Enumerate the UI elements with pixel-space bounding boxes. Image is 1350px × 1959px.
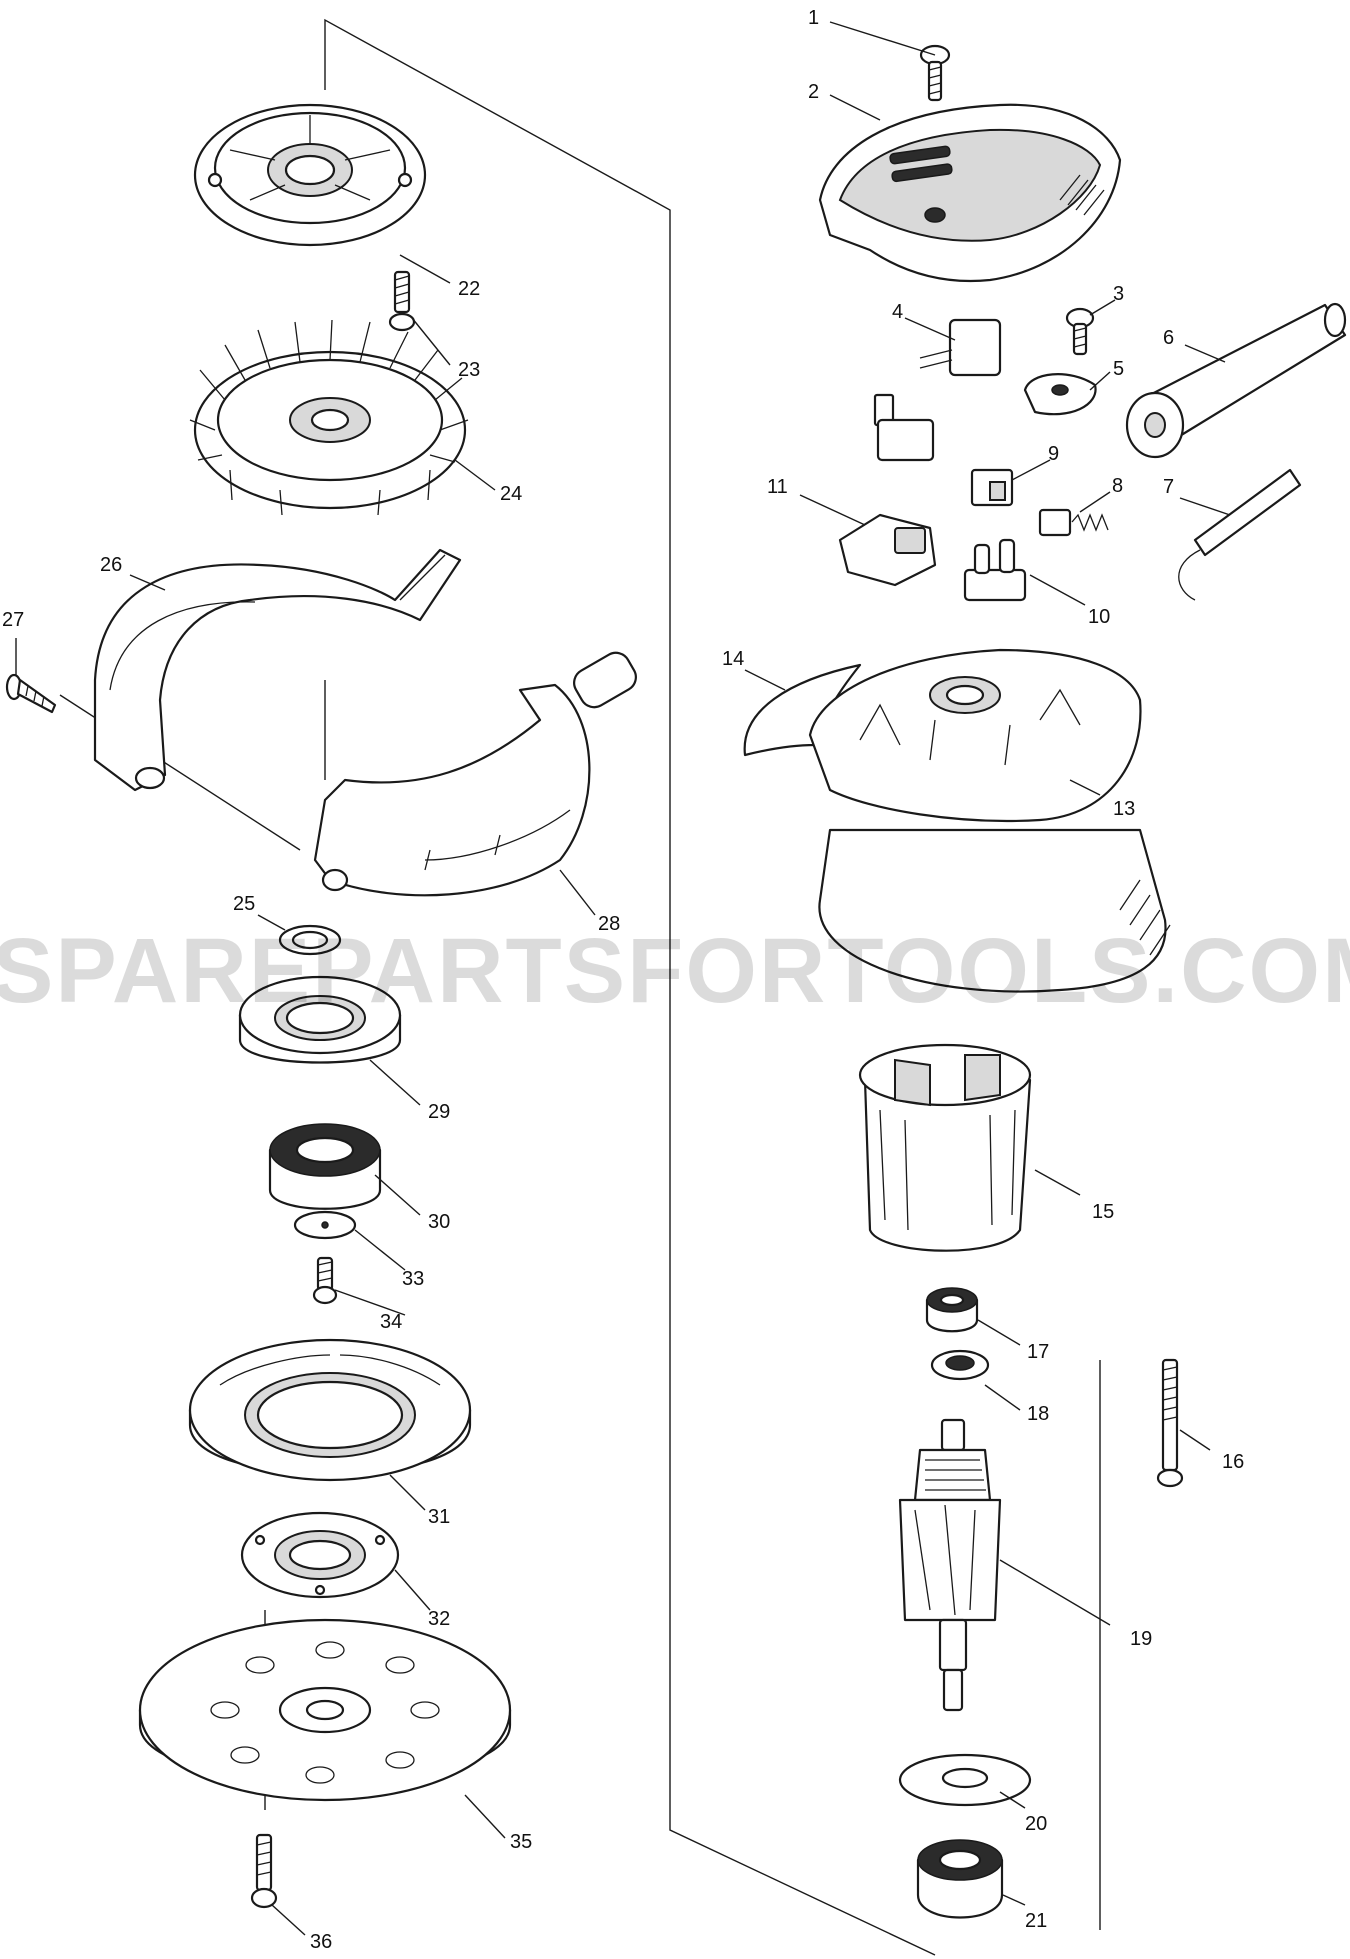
part-2-top-cover	[818, 103, 1122, 283]
part-16-screw	[1156, 1358, 1184, 1488]
callout-22: 22	[458, 278, 480, 300]
callout-15: 15	[1092, 1201, 1114, 1223]
part-20-washer	[898, 1753, 1032, 1807]
callout-24: 24	[500, 483, 522, 505]
callout-leaders	[15, 21, 1231, 1936]
part-17-bearing	[925, 1287, 979, 1333]
part-35-sanding-pad	[138, 1618, 512, 1802]
part-1-screw	[919, 44, 951, 102]
part-21-bearing	[916, 1839, 1004, 1919]
part-4-terminal	[873, 393, 935, 462]
callout-36: 36	[310, 1931, 332, 1953]
callout-10: 10	[1088, 606, 1110, 628]
callout-29: 29	[428, 1101, 450, 1123]
callout-5: 5	[1113, 358, 1124, 380]
part-7-cord	[1178, 468, 1302, 601]
callout-34: 34	[380, 1311, 402, 1333]
part-31-ring-plate	[188, 1338, 472, 1482]
callout-7: 7	[1163, 476, 1174, 498]
part-4-noise-suppressor	[919, 318, 1002, 377]
part-24-fan	[189, 319, 469, 516]
callout-numbers: 1 2 3 4 5 6 7 8 9 10 11 13 14 15 16 17 1…	[2, 7, 1244, 1953]
callout-35: 35	[510, 1831, 532, 1853]
callout-31: 31	[428, 1506, 450, 1528]
callout-30: 30	[428, 1211, 450, 1233]
part-30-bearing	[268, 1123, 382, 1210]
callout-21: 21	[1025, 1910, 1047, 1932]
callout-2: 2	[808, 81, 819, 103]
part-14-label	[743, 663, 862, 757]
callout-20: 20	[1025, 1813, 1047, 1835]
part-5-cord-clamp	[1023, 373, 1097, 416]
callout-26: 26	[100, 554, 122, 576]
callout-13: 13	[1113, 798, 1135, 820]
callout-33: 33	[402, 1268, 424, 1290]
callout-18: 18	[1027, 1403, 1049, 1425]
part-13-housing	[808, 648, 1171, 993]
part-10-terminal-block	[963, 538, 1027, 602]
callout-6: 6	[1163, 327, 1174, 349]
part-36-screw	[250, 1833, 278, 1909]
callout-28: 28	[598, 913, 620, 935]
part-8-carbon-brush	[1038, 508, 1109, 537]
callout-23: 23	[458, 359, 480, 381]
callout-19: 19	[1130, 1628, 1152, 1650]
callout-32: 32	[428, 1608, 450, 1630]
part-23-screw	[388, 270, 416, 332]
part-22-plate	[193, 103, 427, 247]
part-25-washer	[278, 924, 342, 956]
part-18-washer	[930, 1349, 990, 1381]
callout-4: 4	[892, 301, 903, 323]
callout-8: 8	[1112, 475, 1123, 497]
callout-11: 11	[767, 476, 788, 498]
callout-1: 1	[808, 7, 819, 29]
part-15-field	[858, 1043, 1032, 1252]
part-26-duct	[93, 548, 462, 792]
part-32-flange	[240, 1511, 400, 1599]
part-11-switch	[838, 513, 937, 587]
part-29-bearing-holder	[238, 975, 402, 1064]
callout-3: 3	[1113, 283, 1124, 305]
callout-14: 14	[722, 648, 744, 670]
callout-9: 9	[1048, 443, 1059, 465]
part-27-screw	[5, 673, 57, 714]
callout-25: 25	[233, 893, 255, 915]
callout-27: 27	[2, 609, 24, 631]
watermark-text: SPAREPARTSFORTOOLS.COM.AU	[0, 920, 1350, 1022]
part-19-armature	[898, 1418, 1002, 1712]
part-9-brush-holder	[970, 468, 1014, 507]
callout-16: 16	[1222, 1451, 1244, 1473]
part-3-screw	[1065, 307, 1095, 356]
part-33-washer	[293, 1210, 357, 1240]
part-6-cord-guard	[1125, 302, 1347, 459]
part-28-shroud	[313, 651, 637, 897]
callout-17: 17	[1027, 1341, 1049, 1363]
part-34-screw	[312, 1256, 338, 1305]
